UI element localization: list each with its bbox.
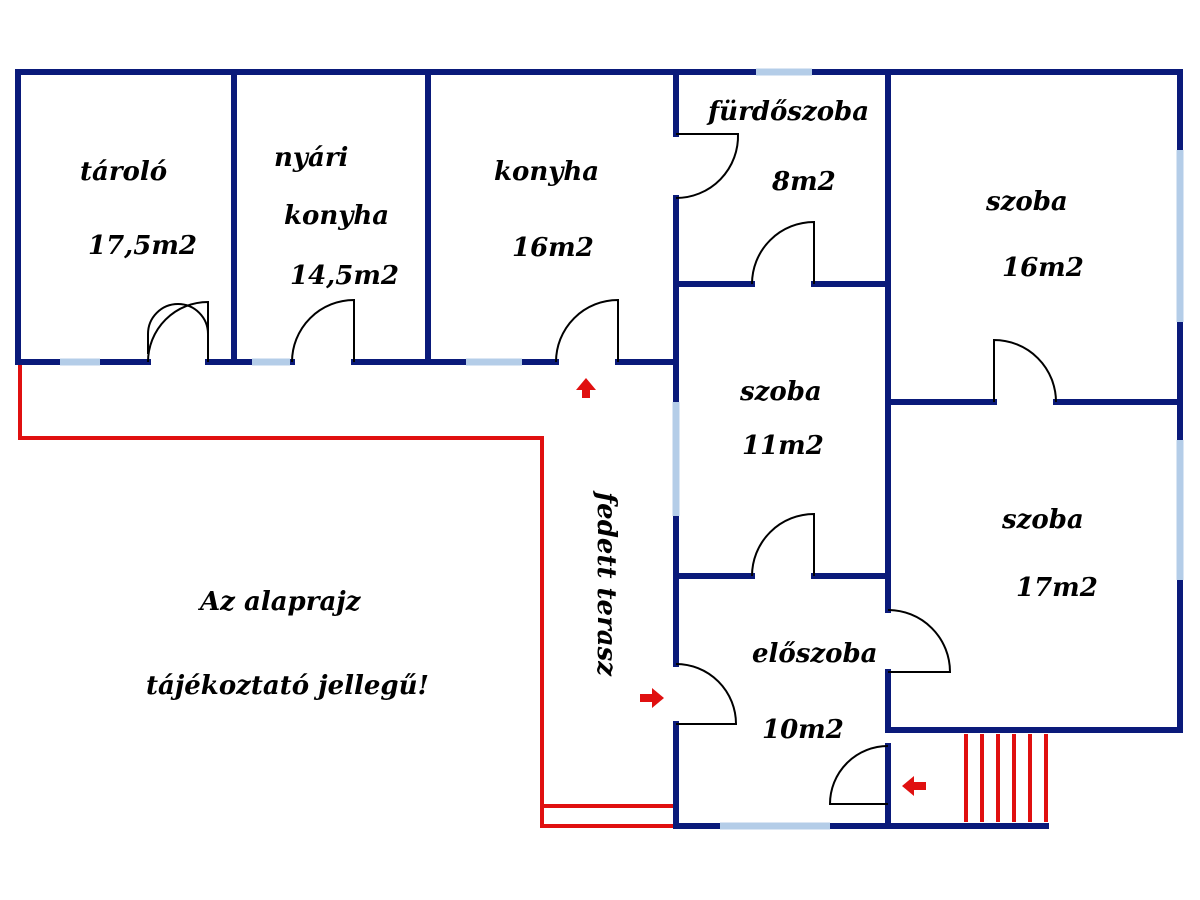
label-furdoszoba: fürdőszoba <box>706 97 869 127</box>
label-eloszoba: előszoba <box>752 639 878 669</box>
label-terrace: fedett terasz <box>591 490 621 677</box>
label-taroló: tároló <box>80 157 167 187</box>
windows <box>60 68 1184 830</box>
label-nyari: nyári <box>274 143 348 173</box>
area-furdoszoba: 8m2 <box>771 167 836 197</box>
label-szoba-right: szoba <box>1001 505 1084 535</box>
arrow-right-icon <box>640 688 664 708</box>
note-line-2: tájékoztató jellegű! <box>146 671 429 701</box>
terrace-outline <box>18 362 674 828</box>
area-taroló: 17,5m2 <box>88 231 197 261</box>
room-labels: tároló 17,5m2 nyári konyha 14,5m2 konyha… <box>80 97 1098 745</box>
area-konyha: 16m2 <box>512 233 594 263</box>
area-eloszoba: 10m2 <box>762 715 844 745</box>
area-szoba-top: 16m2 <box>1002 253 1084 283</box>
label-konyha: konyha <box>494 157 599 187</box>
entrance-stairs <box>964 734 1048 822</box>
arrows <box>576 378 926 796</box>
area-nyari-konyha: 14,5m2 <box>290 261 399 291</box>
label-szoba-top: szoba <box>985 187 1068 217</box>
arrow-left-icon <box>902 776 926 796</box>
label-szoba-mid: szoba <box>739 377 822 407</box>
doors <box>147 133 1057 805</box>
area-szoba-mid: 11m2 <box>742 431 824 461</box>
label-nyari-konyha: konyha <box>284 201 389 231</box>
note-line-1: Az alaprajz <box>197 587 362 617</box>
door-taroló <box>147 300 209 363</box>
area-szoba-right: 17m2 <box>1016 573 1098 603</box>
arrow-up-icon <box>576 378 596 398</box>
